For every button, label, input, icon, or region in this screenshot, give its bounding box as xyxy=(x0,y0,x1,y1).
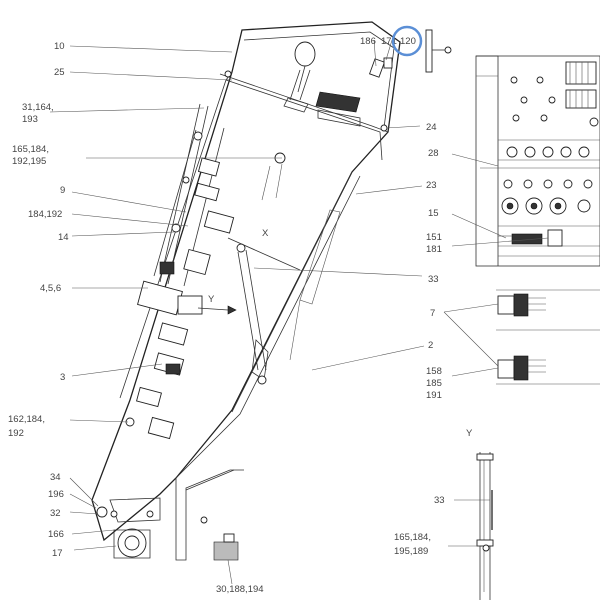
label-7: 7 xyxy=(430,308,435,319)
label-x-axis: X xyxy=(262,228,269,239)
label-196: 196 xyxy=(48,489,64,500)
label-28: 28 xyxy=(428,148,439,159)
label-17: 17 xyxy=(52,548,63,559)
control-panel xyxy=(475,55,600,267)
connector-group xyxy=(496,289,600,385)
label-166: 166 xyxy=(48,529,64,540)
label-193: 193 xyxy=(22,114,38,125)
label-191: 191 xyxy=(426,390,442,401)
label-165-184-detail: 165,184, xyxy=(394,532,431,543)
label-15: 15 xyxy=(428,208,439,219)
label-y-axis: Y xyxy=(208,294,215,305)
label-24: 24 xyxy=(426,122,437,133)
label-33-detail: 33 xyxy=(434,495,445,506)
label-view-y: Y xyxy=(466,428,473,439)
label-195-189: 195,189 xyxy=(394,546,428,557)
label-181: 181 xyxy=(426,244,442,255)
label-3: 3 xyxy=(60,372,65,383)
label-31-164: 31,164, xyxy=(22,102,54,113)
label-162-184: 162,184, xyxy=(8,414,45,425)
label-4-5-6: 4,5,6 xyxy=(40,283,61,294)
label-184-192: 184,192 xyxy=(28,209,62,220)
label-34: 34 xyxy=(50,472,61,483)
main-cabinet xyxy=(91,21,401,561)
label-158: 158 xyxy=(426,366,442,377)
leader-lines xyxy=(49,29,549,585)
label-32: 32 xyxy=(50,508,61,519)
label-2: 2 xyxy=(428,340,433,351)
label-192-195: 192,195 xyxy=(12,156,46,167)
label-186: 186 xyxy=(360,36,376,47)
label-14: 14 xyxy=(58,232,69,243)
label-25: 25 xyxy=(54,67,65,78)
label-165-184: 165,184, xyxy=(12,144,49,155)
callout-labels: 10 25 31,164, 193 165,184, 192,195 9 184… xyxy=(8,36,473,595)
label-185: 185 xyxy=(426,378,442,389)
label-30-188-194: 30,188,194 xyxy=(216,584,264,595)
label-33: 33 xyxy=(428,274,439,285)
detail-view-y xyxy=(476,452,494,600)
label-23: 23 xyxy=(426,180,437,191)
label-9: 9 xyxy=(60,185,65,196)
label-10: 10 xyxy=(54,41,65,52)
highlight-circle xyxy=(391,25,423,57)
label-192-lower: 192 xyxy=(8,428,24,439)
label-171: 171 xyxy=(381,36,397,47)
label-120: 120 xyxy=(400,36,416,47)
label-151: 151 xyxy=(426,232,442,243)
